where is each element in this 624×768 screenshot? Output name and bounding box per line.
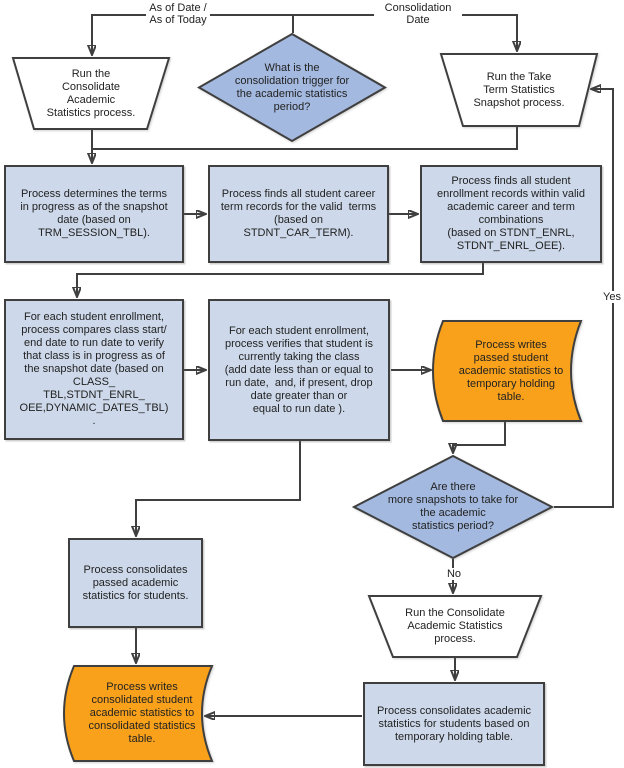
node-verify-currently-taking: For each student enrollment, process ver… (208, 299, 390, 441)
node-compare-class-dates: For each student enrollment, process com… (4, 299, 184, 440)
node-find-career-terms: Process finds all student career term re… (208, 165, 389, 263)
label-as-of-date: As of Date / As of Today (146, 2, 210, 26)
node-write-consolidated-statistics-label: Process writes consolidated student acad… (88, 681, 196, 745)
node-more-snapshots-decision: Are there more snapshots to take for the… (351, 454, 555, 560)
node-write-passed-statistics: Process writes passed student academic s… (432, 320, 583, 422)
node-consolidate-passed-statistics: Process consolidates passed academic sta… (68, 538, 203, 628)
node-run-consolidate-process-top: Run the Consolidate Academic Statistics … (11, 57, 171, 130)
node-find-enrollment-records: Process finds all student enrollment rec… (420, 165, 602, 263)
node-consolidate-from-temp-table-label: Process consolidates academic statistics… (376, 704, 532, 743)
label-yes: Yes (597, 291, 624, 303)
edge-verify-to-consolidate-passed (136, 440, 301, 536)
node-find-career-terms-label: Process finds all student career term re… (220, 188, 377, 239)
node-consolidation-trigger-decision: What is the consolidation trigger for th… (196, 32, 388, 143)
node-run-take-term-snapshot: Run the Take Term Statistics Snapshot pr… (439, 53, 599, 127)
edge-write-passed-to-decision (453, 422, 506, 453)
node-more-snapshots-decision-label: Are there more snapshots to take for the… (387, 481, 519, 532)
node-run-take-term-snapshot-label: Run the Take Term Statistics Snapshot pr… (473, 70, 565, 109)
label-no: No (441, 568, 467, 580)
node-consolidate-passed-statistics-label: Process consolidates passed academic sta… (82, 563, 189, 602)
node-consolidate-from-temp-table: Process consolidates academic statistics… (363, 682, 545, 766)
node-consolidation-trigger-decision-label: What is the consolidation trigger for th… (234, 61, 350, 113)
label-consolidation-date: Consolidation Date (374, 2, 462, 26)
node-write-passed-statistics-label: Process writes passed student academic s… (458, 338, 564, 403)
node-run-consolidate-process-bottom-label: Run the Consolidate Academic Statistics … (405, 607, 505, 645)
node-determine-terms: Process determines the terms in progress… (4, 165, 184, 263)
edge-enrollment-to-compare (77, 263, 484, 297)
node-compare-class-dates-label: For each student enrollment, process com… (19, 311, 169, 427)
node-determine-terms-label: Process determines the terms in progress… (20, 188, 168, 239)
node-run-consolidate-process-top-label: Run the Consolidate Academic Statistics … (46, 67, 136, 119)
node-write-consolidated-statistics: Process writes consolidated student acad… (63, 665, 214, 762)
node-find-enrollment-records-label: Process finds all student enrollment rec… (437, 175, 585, 252)
node-verify-currently-taking-label: For each student enrollment, process ver… (224, 324, 374, 415)
node-run-consolidate-process-bottom: Run the Consolidate Academic Statistics … (367, 595, 543, 658)
